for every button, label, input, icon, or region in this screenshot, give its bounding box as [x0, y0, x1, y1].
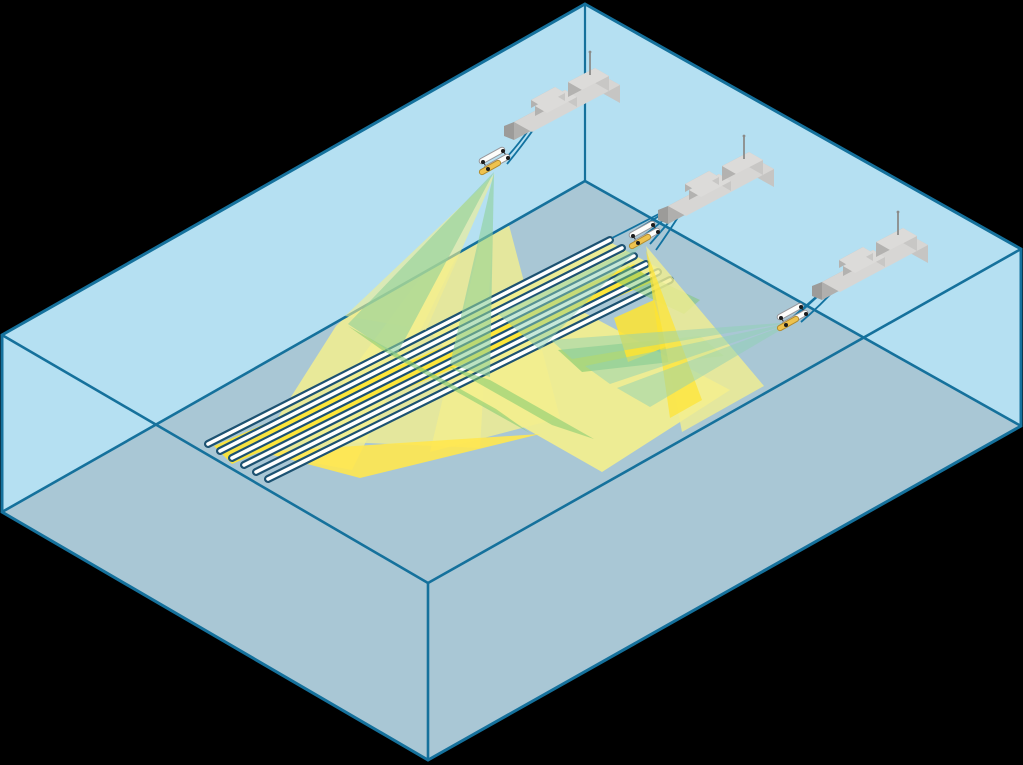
towfish-3-beam-1 — [551, 322, 794, 359]
towfish-1-green-beam-wide — [348, 172, 494, 356]
towfish-1-green-beam-narrow — [450, 172, 494, 377]
sonar-beams — [345, 172, 794, 432]
surface-front-left-edge — [1, 333, 429, 585]
multibeam-strip-2 — [448, 366, 594, 439]
sidescan-swath-diamond — [458, 304, 730, 472]
sidescan-swath-bottom — [262, 434, 540, 478]
seafloor-back-right-edge — [584, 179, 1022, 428]
towfish-3-beam-2 — [585, 322, 794, 384]
towfish-2-green-beam — [498, 242, 645, 350]
towfish-3-beam-3 — [617, 322, 794, 407]
surface-front-right-edge — [427, 247, 1022, 585]
